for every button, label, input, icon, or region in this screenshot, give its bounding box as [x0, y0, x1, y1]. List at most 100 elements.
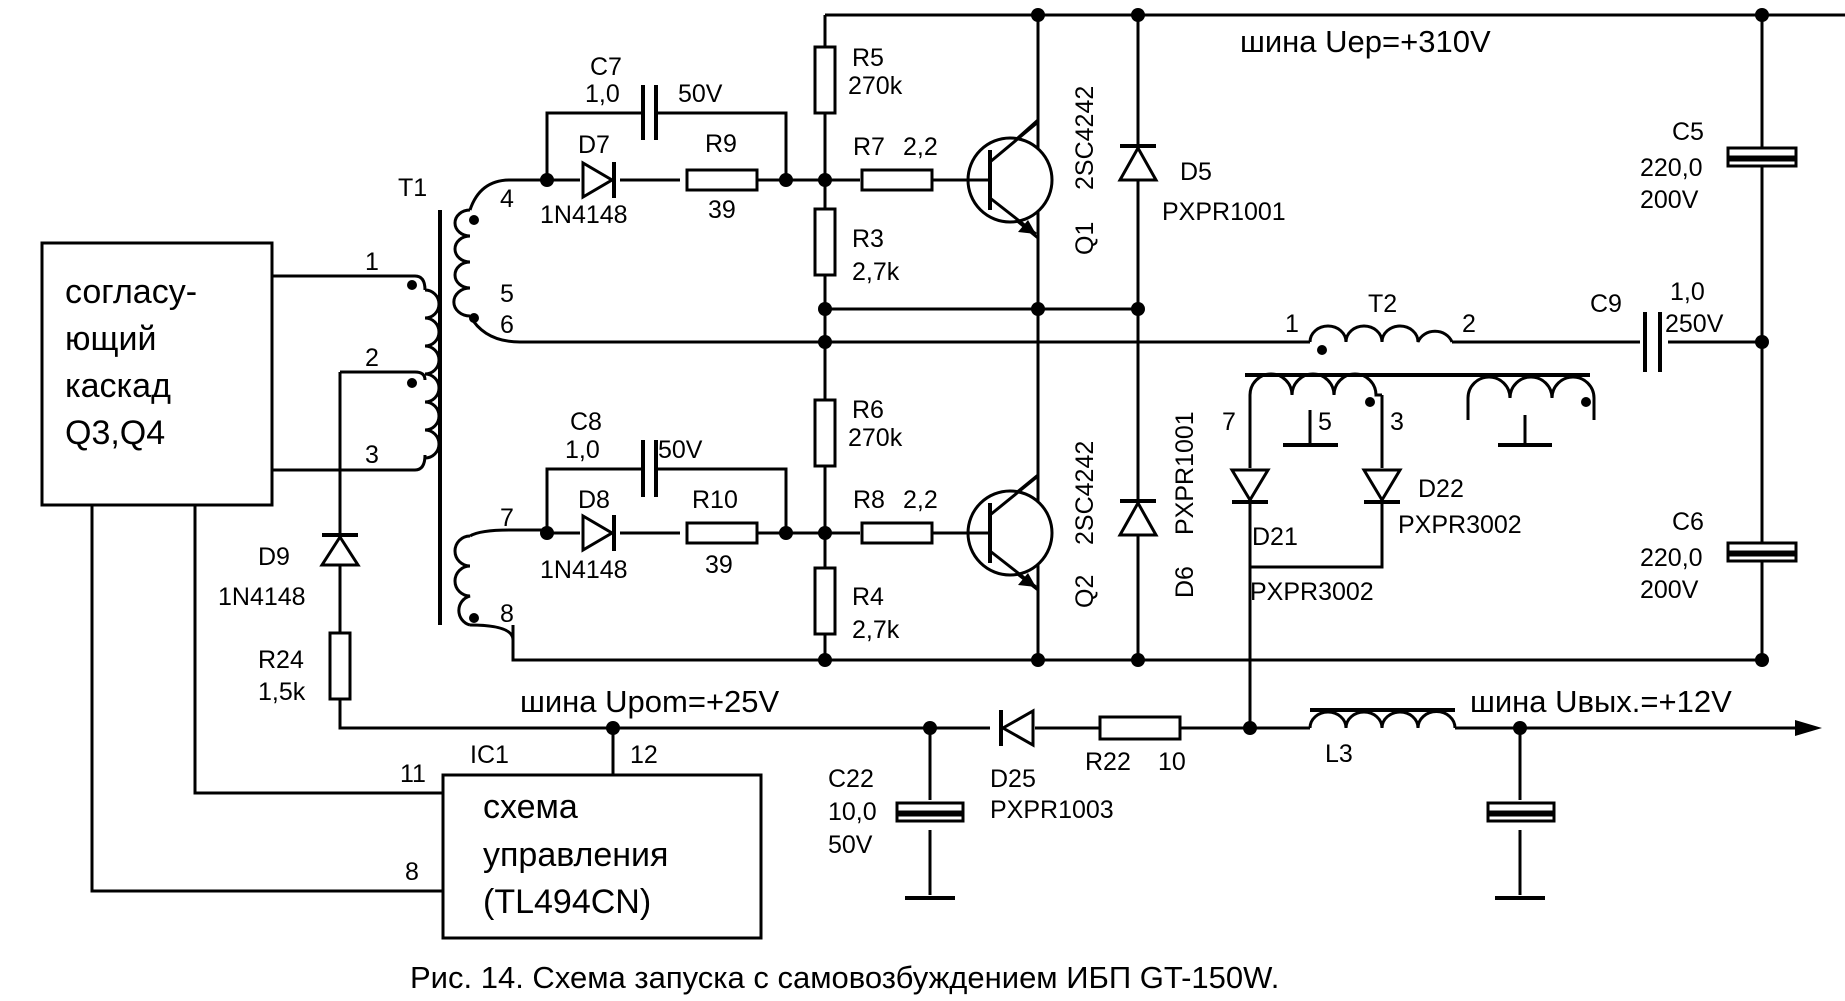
c9-value: 1,0 — [1670, 278, 1705, 306]
output-arrow — [1795, 720, 1822, 736]
c5-value: 220,0 — [1640, 154, 1703, 182]
d21-ref: D21 — [1252, 523, 1298, 551]
d7-ref: D7 — [578, 131, 610, 159]
r3-ref: R3 — [852, 225, 884, 253]
c6-voltage: 200V — [1640, 576, 1699, 604]
junction-dots — [540, 8, 1769, 735]
r8-ref: R8 — [853, 486, 885, 514]
t1-pin-2: 2 — [365, 344, 379, 372]
r4-value: 2,7k — [852, 616, 900, 644]
d21-value: PXPR3002 — [1250, 578, 1374, 606]
ic-line-2: управления — [483, 836, 668, 874]
wires — [90, 13, 1845, 895]
bus-hv-label: шина Uep=+310V — [1240, 24, 1491, 59]
figure-caption: Рис. 14. Схема запуска с самовозбуждение… — [410, 960, 1279, 995]
t2-pin-5: 5 — [1318, 408, 1332, 436]
drive-stage-block — [40, 241, 274, 507]
q1-value: 2SC4242 — [1071, 86, 1099, 190]
c8-voltage: 50V — [658, 436, 703, 464]
c22-voltage: 50V — [828, 831, 873, 859]
t1-pin-1: 1 — [365, 248, 379, 276]
drive-block-line-4: Q3,Q4 — [65, 414, 165, 452]
ground-symbols — [905, 443, 1552, 900]
drive-block-line-3: каскад — [65, 367, 171, 405]
transformer-t1 — [407, 208, 479, 627]
transformer-t2 — [1245, 324, 1596, 420]
t1-pin-7: 7 — [500, 504, 514, 532]
q2-ref: Q2 — [1071, 575, 1099, 608]
ic-pin-12: 12 — [630, 741, 658, 769]
l3-ref: L3 — [1325, 740, 1353, 768]
r7-ref: R7 — [853, 133, 885, 161]
c9-ref: C9 — [1590, 290, 1622, 318]
d6-ref: D6 — [1171, 566, 1199, 598]
d8-value: 1N4148 — [540, 556, 628, 584]
c8-value: 1,0 — [565, 436, 600, 464]
t2-pin-7: 7 — [1222, 408, 1236, 436]
r22-ref: R22 — [1085, 748, 1131, 776]
r9-ref: R9 — [705, 130, 737, 158]
drive-block-line-2: ющий — [65, 320, 156, 358]
c22-ref: C22 — [828, 765, 874, 793]
c6-ref: C6 — [1672, 508, 1704, 536]
c5-voltage: 200V — [1640, 186, 1699, 214]
r7-value: 2,2 — [903, 133, 938, 161]
q1-ref: Q1 — [1071, 222, 1099, 255]
t1-ref: T1 — [398, 174, 427, 202]
d9-value: 1N4148 — [218, 583, 306, 611]
d8-ref: D8 — [578, 486, 610, 514]
r8-value: 2,2 — [903, 486, 938, 514]
diode-symbols — [319, 144, 1403, 748]
d6-value: PXPR1001 — [1171, 411, 1199, 535]
r9-value: 39 — [708, 196, 736, 224]
transistor-symbols — [966, 120, 1054, 589]
drive-block-line-1: согласу- — [65, 273, 197, 311]
c7-voltage: 50V — [678, 80, 723, 108]
d5-ref: D5 — [1180, 158, 1212, 186]
d22-ref: D22 — [1418, 475, 1464, 503]
t2-pin-1: 1 — [1285, 310, 1299, 338]
r4-ref: R4 — [852, 583, 884, 611]
bus-aux-label: шина Upom=+25V — [520, 684, 780, 719]
t2-pin-3: 3 — [1390, 408, 1404, 436]
r24-ref: R24 — [258, 646, 304, 674]
r6-value: 270k — [848, 424, 903, 452]
t1-pin-6: 6 — [500, 311, 514, 339]
c7-value: 1,0 — [585, 80, 620, 108]
c8-ref: C8 — [570, 408, 602, 436]
r10-value: 39 — [705, 551, 733, 579]
resistor-symbols — [328, 45, 1182, 741]
d9-ref: D9 — [258, 543, 290, 571]
r6-ref: R6 — [852, 396, 884, 424]
ic-line-3: (TL494CN) — [483, 883, 651, 921]
d7-value: 1N4148 — [540, 201, 628, 229]
r5-value: 270k — [848, 72, 903, 100]
ic-pin-8: 8 — [405, 858, 419, 886]
control-ic-block — [441, 773, 763, 940]
inductor-l3 — [1308, 708, 1457, 729]
r5-ref: R5 — [852, 44, 884, 72]
ic-pin-11: 11 — [400, 760, 426, 788]
c7-ref: C7 — [590, 53, 622, 81]
d25-ref: D25 — [990, 765, 1036, 793]
r24-value: 1,5k — [258, 678, 306, 706]
d22-value: PXPR3002 — [1398, 511, 1522, 539]
t2-pin-2: 2 — [1462, 310, 1476, 338]
t1-pin-5: 5 — [500, 280, 514, 308]
r10-ref: R10 — [692, 486, 738, 514]
c9-voltage: 250V — [1665, 310, 1724, 338]
t1-pin-3: 3 — [365, 441, 379, 469]
ic-line-1: схема — [483, 788, 578, 826]
bus-out-label: шина Uвых.=+12V — [1470, 684, 1732, 719]
t1-pin-4: 4 — [500, 185, 514, 213]
c5-ref: C5 — [1672, 118, 1704, 146]
c22-value: 10,0 — [828, 798, 877, 826]
d25-value: PXPR1003 — [990, 796, 1114, 824]
ic-ref: IC1 — [470, 741, 509, 769]
capacitor-symbols — [628, 85, 1798, 823]
labels: шина Uep=+310V шина Upom=+25V шина Uвых.… — [65, 24, 1732, 995]
q2-value: 2SC4242 — [1071, 441, 1099, 545]
c6-value: 220,0 — [1640, 544, 1703, 572]
t2-ref: T2 — [1368, 290, 1397, 318]
